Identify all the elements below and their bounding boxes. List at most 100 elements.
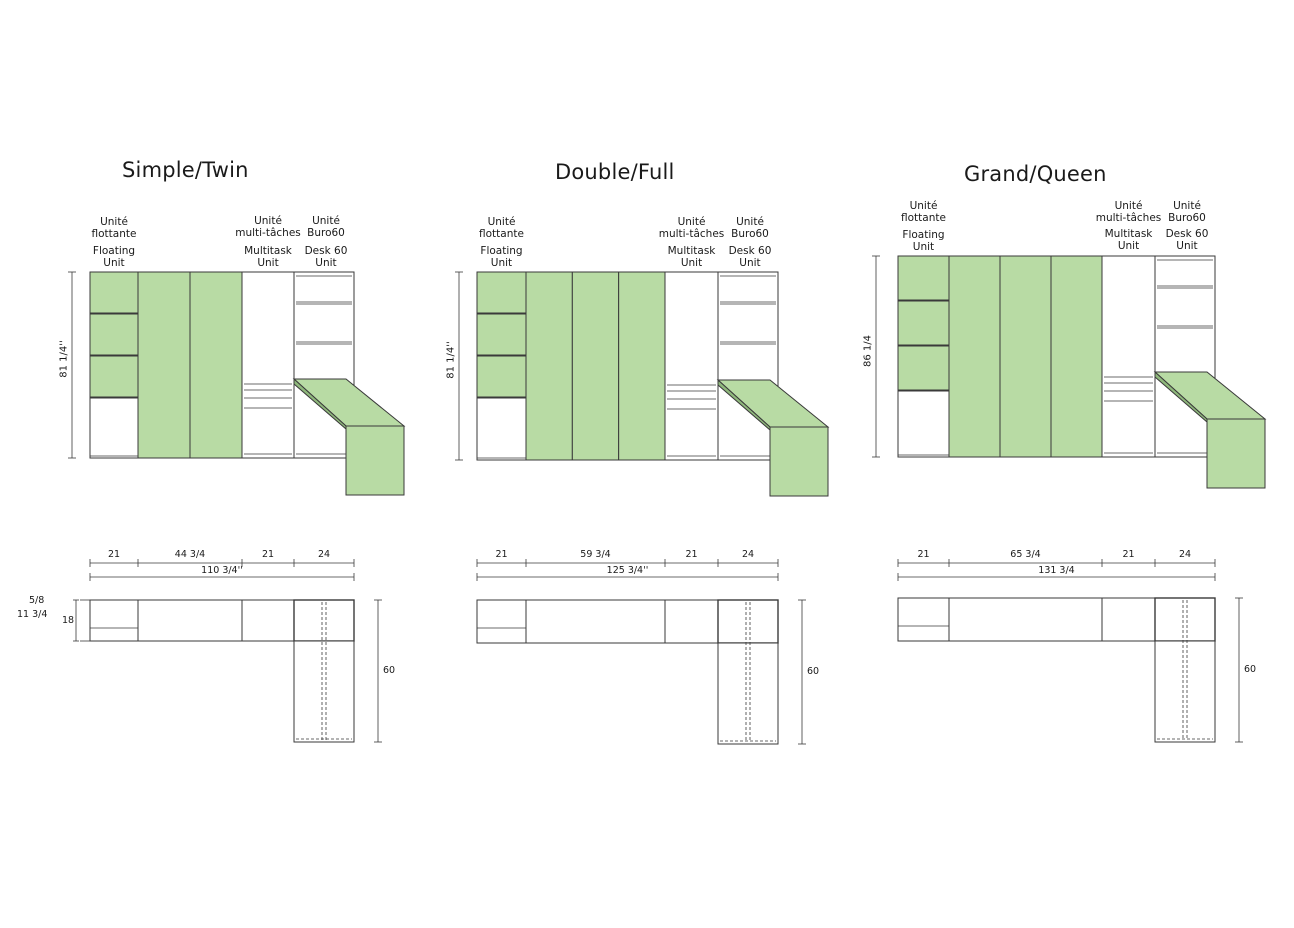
floating-shelf	[476, 355, 527, 398]
desk-label-fr-line: Buro60	[307, 226, 345, 239]
height-dimension-label: 81 1/4''	[445, 341, 457, 379]
desk-label-fr-line: Buro60	[731, 227, 769, 240]
bed-panel	[999, 255, 1052, 458]
width-dimension-label: 21	[685, 549, 698, 560]
depth-dimension-label: 60	[1244, 664, 1257, 675]
floating-shelf	[89, 355, 139, 398]
floating-shelf	[897, 300, 950, 346]
width-dimension-label: 21	[1122, 549, 1135, 560]
bed-panel	[1050, 255, 1103, 458]
floating-cabinet	[897, 390, 950, 458]
desk-unit	[293, 271, 355, 459]
config-title: Double/Full	[555, 160, 675, 184]
plan-multitask	[664, 599, 719, 644]
desk-unit	[717, 271, 779, 461]
floating-shelf	[89, 271, 139, 314]
width-dimension-label: 21	[107, 549, 121, 560]
desk-leg	[345, 425, 405, 496]
width-dimension-label: 65 3/4	[1010, 549, 1041, 560]
desk-label-fr-line: Buro60	[1168, 211, 1206, 224]
desk-label-en-line: Desk 60	[728, 245, 772, 257]
height-dimension-label: 81 1/4''	[58, 340, 70, 378]
multitask-label-fr-line: Unité	[1114, 200, 1143, 212]
bed-panel	[948, 255, 1001, 458]
multitask-label-en-line: Unit	[257, 256, 279, 269]
floating-label-fr-line: Unité	[909, 200, 938, 212]
plan-desk-unit	[1154, 597, 1216, 642]
plan-bed	[525, 599, 666, 644]
multitask-label-en-line: Unit	[1117, 239, 1140, 252]
plan-bed	[948, 597, 1103, 642]
extra-dimension-label: 18	[62, 615, 75, 626]
width-dimension-label: 24	[1178, 549, 1192, 560]
floating-label-en-line: Unit	[103, 256, 125, 269]
floating-label-fr-line: Unité	[487, 216, 516, 228]
width-dimension-label: 24	[317, 549, 331, 560]
plan-desk-extension	[717, 642, 779, 745]
multitask-label-fr-line: multi-tâches	[1095, 211, 1162, 224]
width-dimension-label: 21	[261, 549, 275, 560]
floating-shelf	[897, 345, 950, 391]
plan-desk-unit	[293, 599, 355, 642]
plan-bed	[137, 599, 243, 642]
plan-floating-unit	[89, 599, 139, 642]
floating-label-en-line: Unit	[912, 240, 935, 253]
floating-label-en-line: Floating	[902, 229, 945, 241]
multitask-unit	[1101, 255, 1156, 458]
extra-dimension-label: 5/8	[29, 595, 45, 606]
floating-label-fr-line: flottante	[901, 211, 946, 224]
floating-label-en-line: Floating	[480, 245, 523, 257]
floating-shelf	[476, 313, 527, 356]
floating-label-fr-line: flottante	[479, 227, 524, 240]
total-width-label: 125 3/4''	[606, 565, 649, 576]
desk-label-fr-line: Unité	[1173, 200, 1201, 212]
total-width-label: 110 3/4''	[201, 565, 243, 576]
depth-dimension-label: 60	[807, 666, 820, 677]
desk-label-en-line: Unit	[1176, 239, 1198, 252]
multitask-label-en-line: Multitask	[1104, 228, 1153, 240]
multitask-unit	[241, 271, 295, 459]
desk-label-en-line: Desk 60	[304, 245, 348, 257]
multitask-label-fr-line: Unité	[677, 216, 706, 228]
multitask-label-en-line: Unit	[680, 256, 703, 269]
desk-label-fr-line: Unité	[736, 216, 764, 228]
bed-panel	[571, 271, 620, 461]
depth-dimension-label: 60	[383, 665, 396, 676]
floating-label-en-line: Floating	[92, 245, 136, 257]
floating-label-fr-line: flottante	[91, 227, 137, 240]
plan-desk-extension	[293, 640, 355, 743]
multitask-label-fr-line: multi-tâches	[658, 227, 725, 240]
total-width-label: 131 3/4	[1038, 565, 1075, 576]
floating-cabinet	[476, 397, 527, 461]
bed-panel	[618, 271, 666, 461]
width-dimension-label: 21	[495, 549, 508, 560]
plan-multitask	[1101, 597, 1156, 642]
plan-desk-extension	[1154, 640, 1216, 743]
floating-shelf	[897, 255, 950, 301]
desk-unit	[1154, 255, 1216, 458]
width-dimension-label: 59 3/4	[580, 549, 611, 560]
config-title: Simple/Twin	[122, 158, 249, 182]
floating-shelf	[89, 313, 139, 356]
width-dimension-label: 21	[917, 549, 930, 560]
height-dimension-label: 86 1/4	[862, 334, 874, 367]
plan-desk-unit	[717, 599, 779, 644]
bed-panel	[137, 271, 191, 459]
